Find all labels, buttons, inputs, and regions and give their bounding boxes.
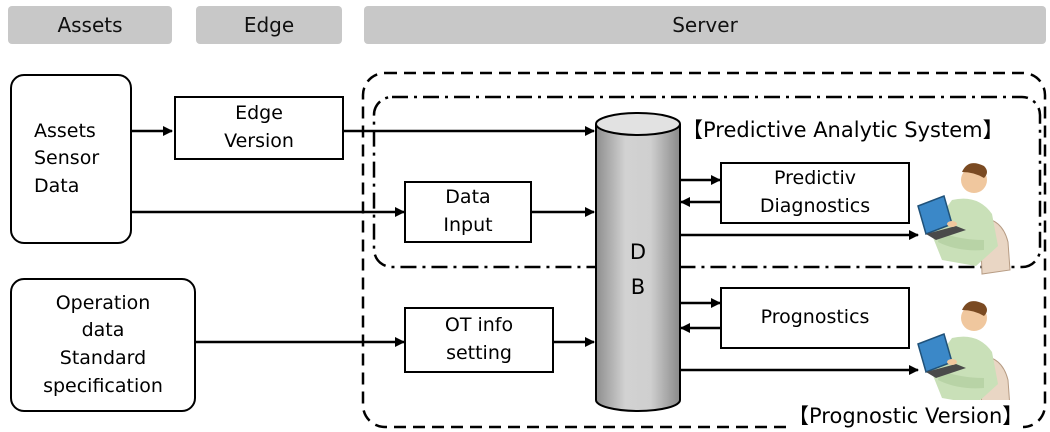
assets-sensor-data-label: Assets Sensor Data [34, 119, 100, 197]
user-at-laptop-icon [917, 301, 1011, 413]
prognostics-label: Prognostics [760, 306, 870, 329]
edge-version-label: Edge Version [224, 102, 294, 152]
prognostics-box: Prognostics [720, 287, 910, 349]
data-input-box: Data Input [404, 181, 532, 243]
operation-data-box: Operation data Standard specification [10, 278, 196, 412]
ot-info-setting-box: OT info setting [404, 307, 554, 373]
predictive-analytic-system-label: 【Predictive Analytic System】 [682, 114, 1004, 144]
db-cylinder [595, 112, 681, 412]
lane-edge-label: Edge [243, 13, 295, 37]
predictive-diagnostics-label: Predictiv Diagnostics [759, 167, 871, 217]
lane-assets-label: Assets [57, 13, 123, 37]
prognostic-version-label: 【Prognostic Version】 [788, 400, 1024, 430]
prognostic-version-region [361, 71, 1047, 429]
assets-sensor-data-box: Assets Sensor Data [10, 74, 132, 244]
predictive-analytic-region [372, 95, 1042, 269]
db-label-line1: D [629, 240, 647, 264]
lane-assets: Assets [8, 6, 172, 44]
data-input-label: Data Input [443, 186, 493, 236]
predictive-diagnostics-box: Predictiv Diagnostics [720, 162, 910, 224]
lane-server: Server [364, 6, 1046, 44]
edge-version-box: Edge Version [174, 96, 344, 160]
operation-data-label: Operation data Standard specification [43, 291, 163, 397]
db-label-line2: B [630, 275, 646, 299]
ot-info-setting-label: OT info setting [444, 314, 514, 364]
lane-edge: Edge [196, 6, 342, 44]
user-at-laptop-icon [917, 163, 1011, 275]
lane-server-label: Server [672, 13, 738, 37]
